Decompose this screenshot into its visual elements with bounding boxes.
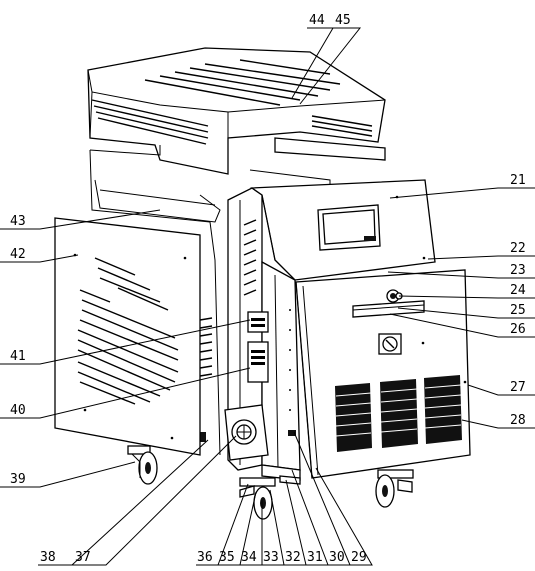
label-39: 39 <box>10 472 26 487</box>
inner-frame <box>89 137 386 456</box>
electrical-labels <box>247 311 269 383</box>
label-42: 42 <box>10 247 26 262</box>
label-45: 45 <box>335 13 351 28</box>
left-caster <box>127 445 158 485</box>
top-cover-top-vents <box>144 59 341 106</box>
leader-lines <box>0 27 535 566</box>
label-33: 33 <box>263 550 279 565</box>
top-cover-right-vents <box>311 115 373 137</box>
door-handle <box>352 300 425 318</box>
main-body <box>224 179 436 471</box>
top-cover <box>87 47 386 175</box>
label-41: 41 <box>10 349 26 364</box>
left-panel-vent-slots <box>77 257 179 405</box>
label-24: 24 <box>510 283 526 298</box>
rear-fins <box>199 317 213 377</box>
left-side-panel <box>54 217 201 456</box>
label-25: 25 <box>510 303 526 318</box>
main-switch <box>378 333 402 355</box>
label-26: 26 <box>510 322 526 337</box>
label-29: 29 <box>351 550 367 565</box>
label-27: 27 <box>510 380 526 395</box>
label-36: 36 <box>197 550 213 565</box>
label-22: 22 <box>510 241 526 256</box>
pillar-slots <box>243 219 257 296</box>
label-43: 43 <box>10 214 26 229</box>
fan-housing <box>224 404 269 461</box>
front-vent-grilles <box>335 375 462 452</box>
front-left-caster <box>239 477 276 520</box>
top-cover-left-vents <box>91 99 209 145</box>
part-number-labels: 44 45 21 22 23 24 25 26 27 28 43 42 41 4… <box>10 13 526 565</box>
label-35: 35 <box>219 550 235 565</box>
label-31: 31 <box>307 550 323 565</box>
label-34: 34 <box>241 550 257 565</box>
front-door-panel <box>295 269 471 479</box>
label-40: 40 <box>10 403 26 418</box>
label-30: 30 <box>329 550 345 565</box>
base-and-casters <box>127 445 414 520</box>
label-37: 37 <box>75 550 91 565</box>
label-38: 38 <box>40 550 56 565</box>
label-44: 44 <box>309 13 325 28</box>
display-screen <box>317 204 381 251</box>
label-32: 32 <box>285 550 301 565</box>
label-28: 28 <box>510 413 526 428</box>
label-21: 21 <box>510 173 526 188</box>
label-23: 23 <box>510 263 526 278</box>
front-right-caster <box>375 469 414 508</box>
